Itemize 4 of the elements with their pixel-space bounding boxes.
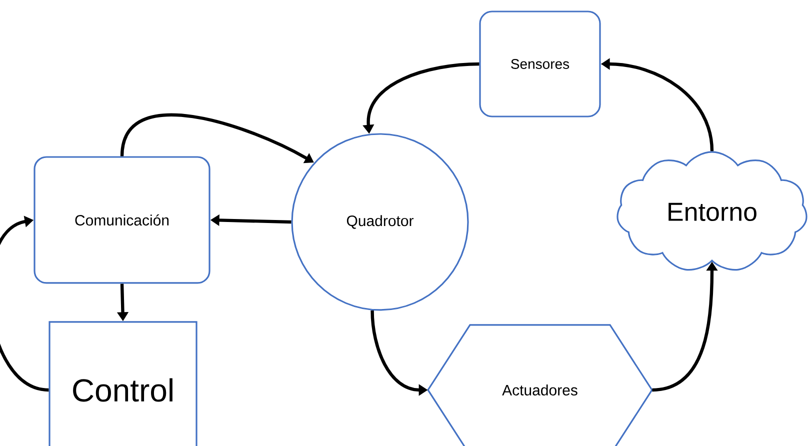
process-box: Control [48,321,198,446]
process-box: Comunicación [34,156,210,284]
process-box: Sensores [479,10,601,118]
arrow [0,216,50,392]
